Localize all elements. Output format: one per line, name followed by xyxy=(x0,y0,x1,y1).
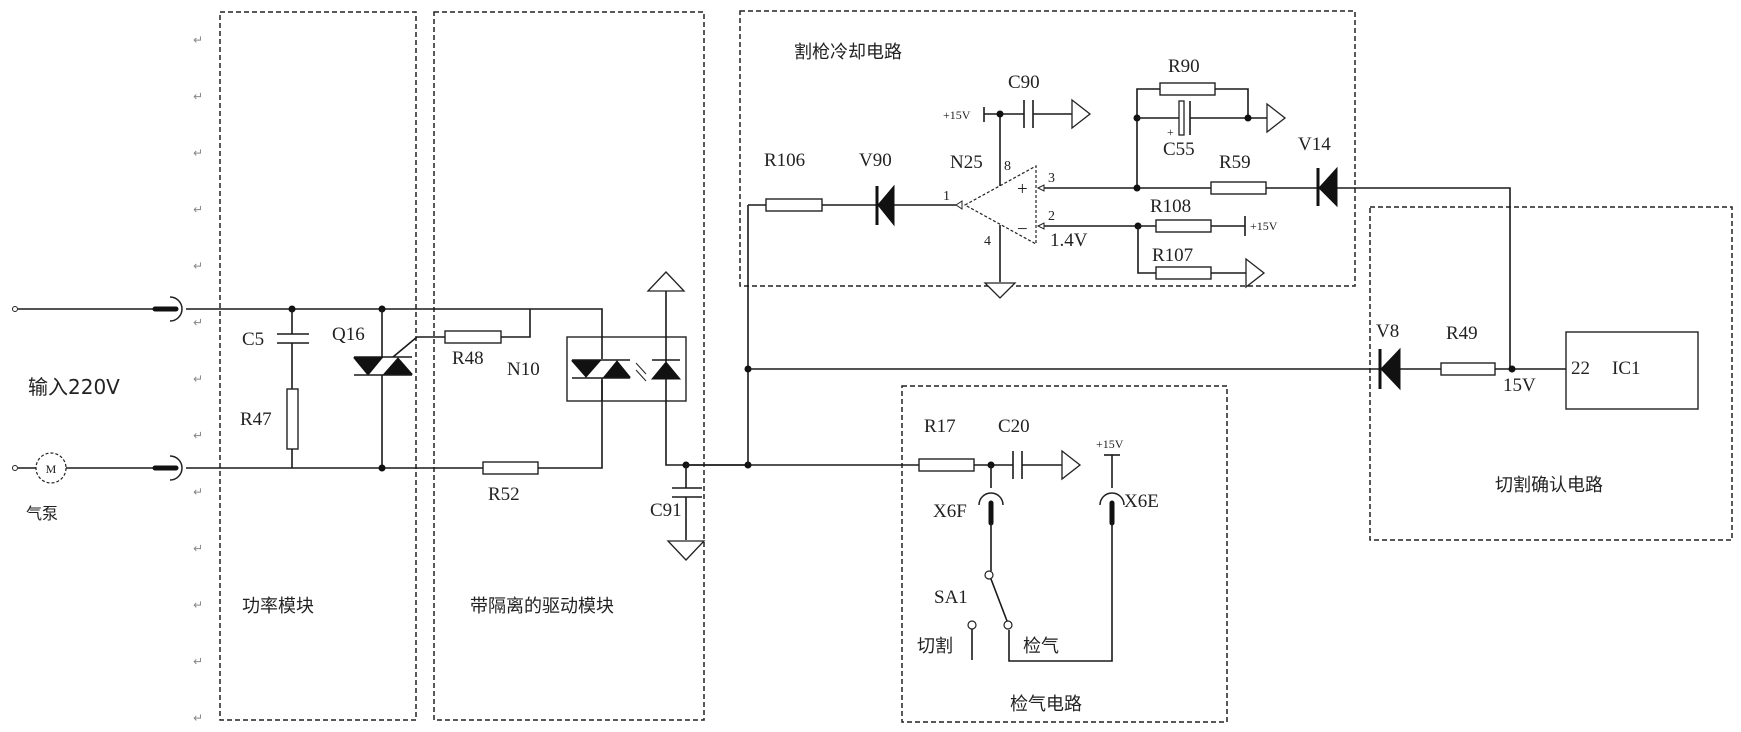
r47-label: R47 xyxy=(240,409,272,430)
cut-confirm-box xyxy=(1369,206,1733,541)
resistor-r107 xyxy=(1137,226,1265,288)
c5-label: C5 xyxy=(242,329,264,350)
ic1-label: IC1 xyxy=(1612,358,1641,379)
input-line-top xyxy=(12,296,530,322)
n25-plus-sign: + xyxy=(1017,179,1028,200)
n10-label: N10 xyxy=(507,359,540,380)
r108-label: R108 xyxy=(1150,196,1191,217)
c55-label: C55 xyxy=(1163,139,1195,160)
return-mark: ↵ xyxy=(193,711,203,725)
optocoupler-n10 xyxy=(530,271,746,466)
diode-v8 xyxy=(1378,347,1441,391)
v8-label: V8 xyxy=(1376,321,1399,342)
n25-pin-plus: 3 xyxy=(1048,171,1055,186)
return-mark: ↵ xyxy=(193,259,203,273)
paragraph-marks: ↵ ↵ ↵ ↵ ↵ ↵ ↵ ↵ ↵ ↵ ↵ ↵ ↵ xyxy=(193,33,203,725)
diode-v90 xyxy=(875,184,956,227)
r59-label: R59 xyxy=(1219,152,1251,173)
connector-x6f xyxy=(978,465,1004,571)
c90-supply-label: +15V xyxy=(943,108,971,122)
power-module-label: 功率模块 xyxy=(242,596,314,617)
n25-label: N25 xyxy=(950,152,983,173)
return-mark: ↵ xyxy=(193,485,203,499)
return-mark: ↵ xyxy=(193,372,203,386)
resistor-r106 xyxy=(748,198,877,212)
n25-minus-sign: − xyxy=(1017,219,1028,240)
n25-pin-minus: 2 xyxy=(1048,209,1055,224)
resistor-r47 xyxy=(286,388,299,468)
ic1-pin-label: 22 xyxy=(1571,358,1590,379)
cut-confirm-label: 切割确认电路 xyxy=(1495,475,1603,496)
cooling-circuit-box xyxy=(739,10,1356,287)
x6f-label: X6F xyxy=(933,501,967,522)
r49-label: R49 xyxy=(1446,323,1478,344)
v14-label: V14 xyxy=(1298,134,1331,155)
driver-module-label: 带隔离的驱动模块 xyxy=(470,596,614,617)
r108-supply-label: +15V xyxy=(1250,219,1278,233)
capacitor-c55 xyxy=(1133,100,1286,136)
resistor-r48 xyxy=(444,309,531,344)
return-mark: ↵ xyxy=(193,33,203,47)
motor-label: 气泵 xyxy=(26,504,58,523)
return-mark: ↵ xyxy=(193,542,203,556)
switch-cut-label: 切割 xyxy=(917,636,953,657)
driver-module-box xyxy=(433,11,705,721)
diode-v14 xyxy=(1316,166,1511,369)
r48-label: R48 xyxy=(452,348,484,369)
cooling-circuit-label: 割枪冷却电路 xyxy=(794,42,902,63)
n25-pin-vcc: 8 xyxy=(1004,159,1011,174)
return-mark: ↵ xyxy=(193,203,203,217)
capacitor-c91 xyxy=(666,461,706,561)
opamp-n25 xyxy=(955,114,1219,299)
triac-q16 xyxy=(352,305,445,472)
r17-label: R17 xyxy=(924,416,956,437)
return-mark: ↵ xyxy=(193,598,203,612)
connector-x6e xyxy=(1008,454,1125,662)
capacitor-c20 xyxy=(1012,450,1081,480)
capacitor-c90 xyxy=(983,99,1091,129)
resistor-r90 xyxy=(1136,82,1249,188)
r90-label: R90 xyxy=(1168,56,1200,77)
resistor-r17 xyxy=(918,458,1013,472)
c91-label: C91 xyxy=(650,500,682,521)
input-voltage-label: 输入220V xyxy=(28,375,120,399)
gas-check-label: 检气电路 xyxy=(1010,694,1082,715)
power-module-box xyxy=(219,11,417,721)
return-mark: ↵ xyxy=(193,429,203,443)
sa1-label: SA1 xyxy=(934,587,968,608)
n25-minus-voltage: 1.4V xyxy=(1050,230,1088,251)
v90-label: V90 xyxy=(859,150,892,171)
x6e-label: X6E xyxy=(1124,491,1159,512)
return-mark: ↵ xyxy=(193,146,203,160)
gas-check-box xyxy=(901,385,1228,723)
r52-label: R52 xyxy=(488,484,520,505)
n25-pin-out: 1 xyxy=(943,189,950,204)
resistor-r59 xyxy=(1210,181,1318,195)
c55-plus-mark: + xyxy=(1167,125,1174,139)
switch-sa1 xyxy=(967,570,1013,660)
r107-label: R107 xyxy=(1152,245,1193,266)
resistor-r49 xyxy=(1440,362,1566,376)
resistor-r108 xyxy=(1134,216,1246,236)
return-mark: ↵ xyxy=(193,316,203,330)
return-mark: ↵ xyxy=(193,655,203,669)
x6e-supply-label: +15V xyxy=(1096,437,1124,451)
motor-symbol: M xyxy=(46,462,57,476)
q16-label: Q16 xyxy=(332,324,365,345)
ic1-block xyxy=(1565,331,1699,410)
switch-gas-check-label: 检气 xyxy=(1023,636,1059,657)
c90-label: C90 xyxy=(1008,72,1040,93)
capacitor-c5 xyxy=(277,305,309,389)
signal-bus xyxy=(686,205,1380,469)
n25-pin-gnd: 4 xyxy=(984,234,991,249)
junction xyxy=(1133,184,1141,192)
ic1-node-voltage: 15V xyxy=(1503,375,1536,396)
return-mark: ↵ xyxy=(193,90,203,104)
input-line-bottom xyxy=(12,452,488,484)
r106-label: R106 xyxy=(764,150,805,171)
c20-label: C20 xyxy=(998,416,1030,437)
resistor-r52 xyxy=(482,380,603,475)
